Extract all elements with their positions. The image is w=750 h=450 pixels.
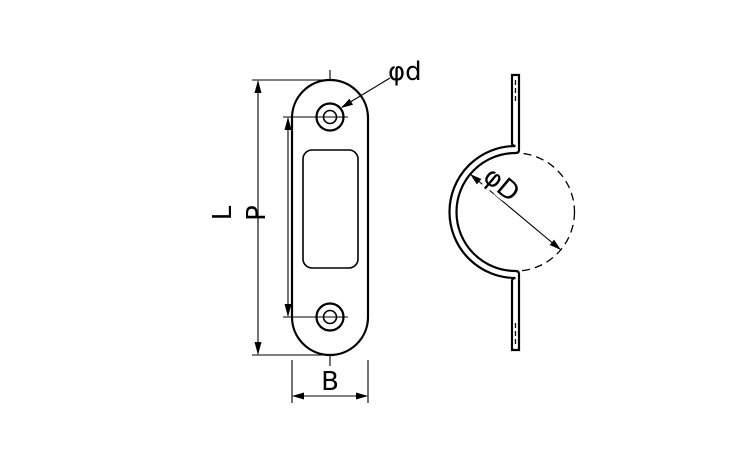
raised-section-outline	[302, 149, 359, 269]
dim-P-arrow-bottom	[284, 304, 292, 317]
dim-phi-D-arrow-lower	[549, 239, 561, 250]
dim-P-arrow-top	[284, 117, 292, 130]
dim-phi-d-arrow	[341, 98, 353, 108]
dim-B-arrow-right	[356, 392, 368, 400]
dim-label-P: P	[242, 205, 272, 221]
saddle-profile-outline	[448, 73, 521, 352]
dim-phi-D-line	[469, 173, 562, 251]
front-view: L P B φd	[208, 57, 422, 403]
dim-L-arrow-top	[254, 80, 262, 93]
dim-phi-D-arrow-upper	[470, 174, 482, 185]
dim-B-arrow-left	[292, 392, 304, 400]
side-view: φD	[448, 73, 576, 352]
dim-L-arrow-bottom	[254, 342, 262, 355]
dim-label-B: B	[321, 367, 339, 397]
dim-label-L: L	[208, 205, 238, 220]
dim-label-phi-d: φd	[388, 57, 422, 87]
dim-label-phi-D: φD	[477, 161, 525, 208]
